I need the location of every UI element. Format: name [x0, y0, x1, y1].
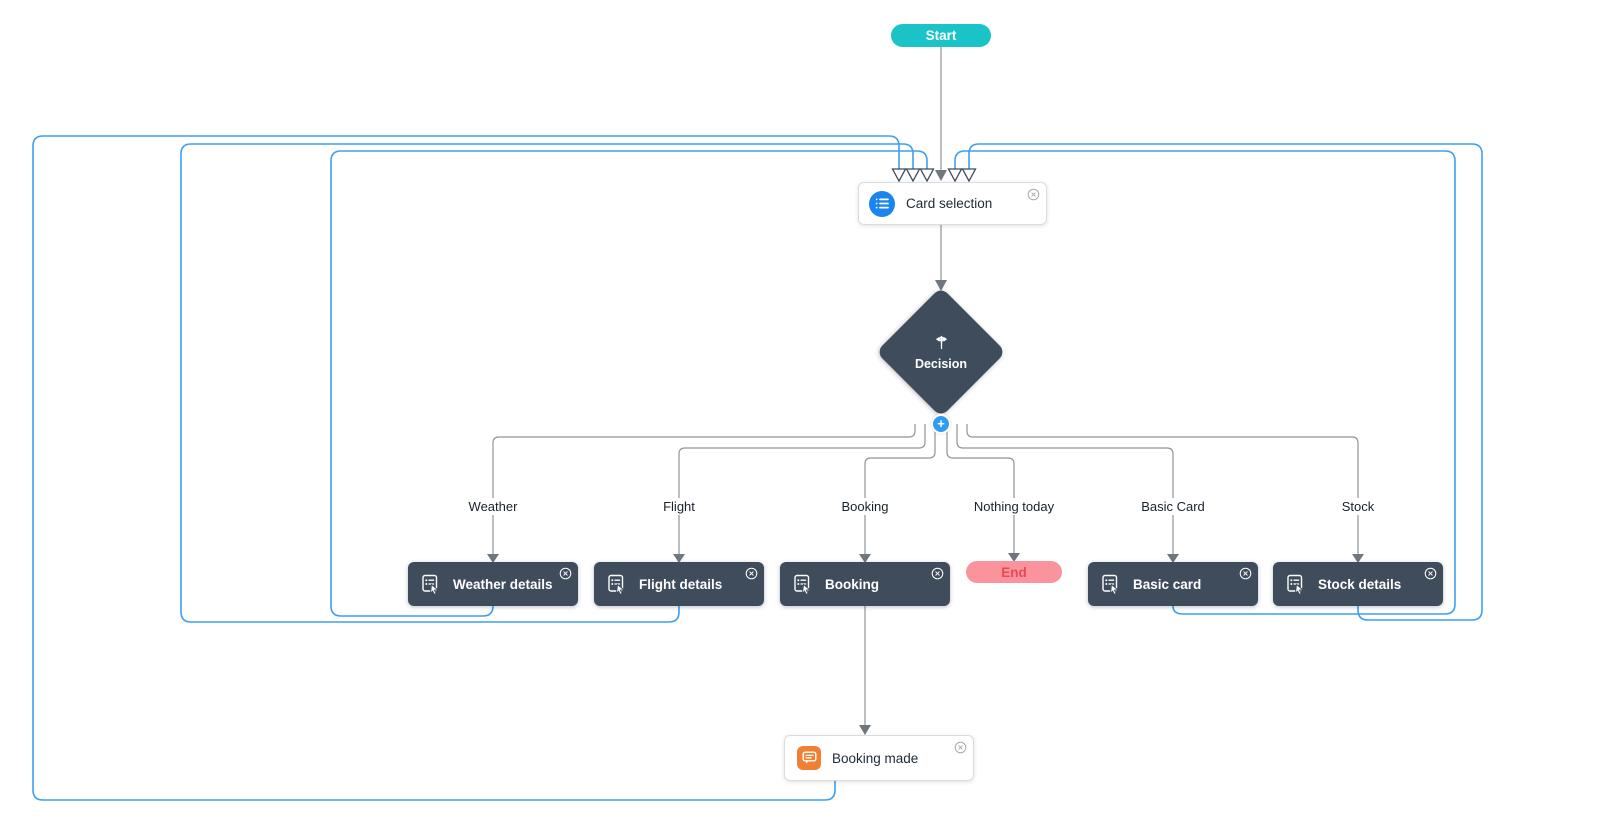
- branch-label-flight: Flight: [658, 498, 700, 515]
- booking-node[interactable]: Booking: [780, 562, 950, 606]
- arrowhead-card-selection-to-decision: [935, 280, 947, 291]
- arrowhead-nothing-today: [1008, 553, 1020, 562]
- start-node[interactable]: Start: [891, 24, 991, 47]
- adaptive-card-icon: [1101, 574, 1121, 595]
- end-label: End: [1001, 564, 1027, 580]
- adaptive-card-icon: [1286, 574, 1306, 595]
- loop-arrowhead: [905, 168, 921, 183]
- list-icon: [869, 190, 895, 217]
- arrowhead-start-to-card-selection: [935, 170, 947, 181]
- branch-label-booking: Booking: [836, 498, 894, 515]
- weather-details-label: Weather details: [453, 576, 553, 592]
- booking-label: Booking: [825, 576, 879, 592]
- edge-decision-stock: [966, 424, 1359, 555]
- edge-decision-booking: [864, 424, 936, 555]
- arrowhead-basic-card: [1167, 554, 1179, 563]
- booking-made-label: Booking made: [832, 750, 919, 766]
- edge-decision-basic-card: [956, 424, 1174, 555]
- arrowhead-booking: [859, 554, 871, 563]
- basic-card-node[interactable]: Basic card: [1088, 562, 1258, 606]
- loop-booking-made-to-card-selection: [32, 135, 900, 801]
- chat-message-icon: [797, 746, 821, 770]
- loop-arrowhead: [891, 168, 907, 183]
- stock-details-label: Stock details: [1318, 576, 1402, 592]
- close-icon[interactable]: [1424, 567, 1437, 580]
- loop-arrowhead: [961, 168, 977, 183]
- close-icon[interactable]: [559, 567, 572, 580]
- loop-arrowhead: [947, 168, 963, 183]
- branch-label-nothing-today: Nothing today: [968, 498, 1060, 515]
- arrowhead-booking-made: [859, 725, 871, 735]
- close-icon[interactable]: [1027, 188, 1040, 201]
- card-selection-label: Card selection: [906, 196, 993, 211]
- loop-stock-details-to-card-selection: [968, 143, 1483, 621]
- loop-basic-card-to-card-selection: [954, 150, 1456, 615]
- end-node[interactable]: End: [966, 561, 1062, 583]
- edge-decision-flight: [678, 424, 926, 555]
- adaptive-card-icon: [421, 574, 441, 595]
- close-icon[interactable]: [1239, 567, 1252, 580]
- close-icon[interactable]: [931, 567, 944, 580]
- arrowhead-stock: [1352, 554, 1364, 563]
- loop-flight-details-to-card-selection: [180, 143, 914, 623]
- edge-decision-nothing-today: [946, 424, 1015, 554]
- adaptive-card-icon: [793, 574, 813, 595]
- arrowhead-weather: [487, 554, 499, 563]
- start-label: Start: [925, 28, 957, 43]
- loop-weather-details-to-card-selection: [330, 150, 928, 617]
- close-icon[interactable]: [954, 741, 967, 754]
- adaptive-card-icon: [607, 574, 627, 595]
- stock-details-node[interactable]: Stock details: [1273, 562, 1443, 606]
- branch-label-weather: Weather: [463, 498, 523, 515]
- card-selection-node[interactable]: Card selection: [858, 182, 1047, 225]
- loop-arrowhead: [919, 168, 935, 183]
- booking-made-node[interactable]: Booking made: [784, 735, 974, 781]
- weather-details-node[interactable]: Weather details: [408, 562, 578, 606]
- flight-details-label: Flight details: [639, 576, 723, 592]
- edge-decision-weather: [492, 424, 916, 555]
- basic-card-label: Basic card: [1133, 576, 1202, 592]
- arrowhead-flight: [673, 554, 685, 563]
- flight-details-node[interactable]: Flight details: [594, 562, 764, 606]
- branch-label-basic-card: Basic Card: [1136, 498, 1210, 515]
- branch-label-stock: Stock: [1336, 498, 1380, 515]
- close-icon[interactable]: [745, 567, 758, 580]
- add-branch-button[interactable]: +: [931, 414, 951, 434]
